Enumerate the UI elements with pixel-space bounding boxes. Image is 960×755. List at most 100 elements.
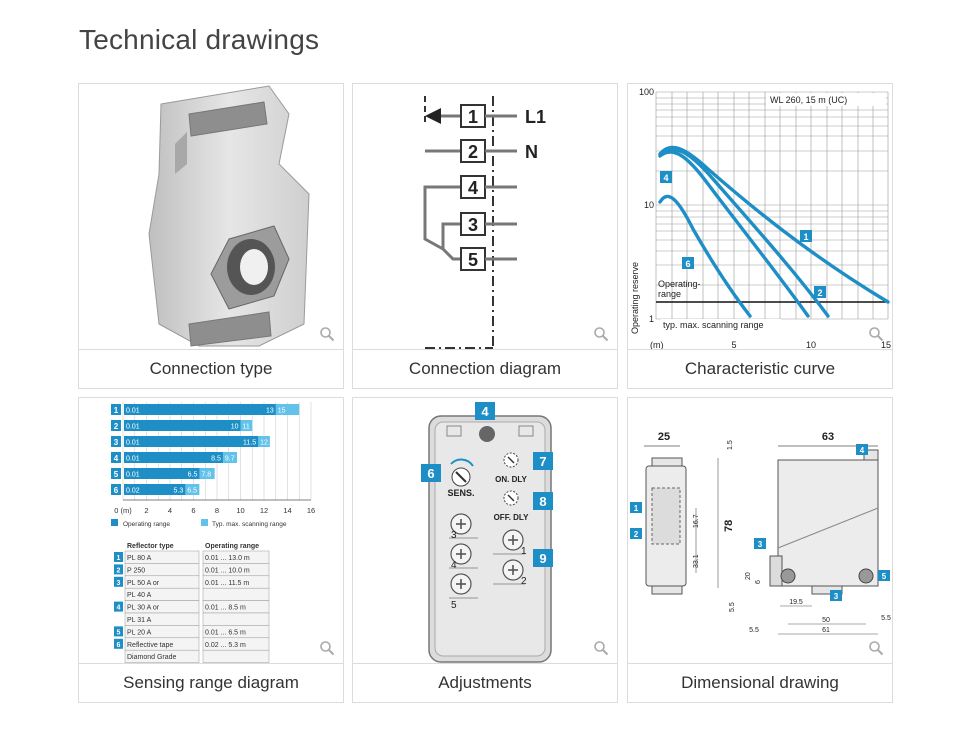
dim-20: 20 [745, 572, 752, 580]
dim-25: 25 [658, 431, 670, 443]
dim-63: 63 [822, 431, 834, 443]
dim-50: 50 [822, 617, 830, 624]
table-row-badge [114, 638, 123, 649]
dim-5-5c: 5.5 [881, 615, 891, 622]
axis-unit: 0 (m) [114, 506, 132, 515]
card-connection-diagram[interactable]: 1 L1 2 N 4 3 5 Connection diagram [352, 83, 618, 389]
dim-callout-2: 2 [634, 530, 639, 539]
bar-max-label: 12.5 [260, 440, 274, 447]
table-row-badge-label: 6 [117, 642, 121, 649]
axis-tick: 4 [168, 506, 172, 515]
pin-4: 4 [468, 178, 478, 198]
dim-33-1: 33.1 [693, 554, 700, 568]
axis-tick: 6 [191, 506, 195, 515]
terminal-2: 2 [521, 576, 527, 587]
axis-tick: 10 [236, 506, 244, 515]
note-scan-range: typ. max. scanning range [663, 320, 764, 330]
card-dimensional-drawing[interactable]: 25 1 2 16.7 33.1 78 63 1.5 4 [627, 397, 893, 703]
card-caption: Characteristic curve [628, 349, 892, 388]
table-operating-range: 0.01 ... 13.0 m [205, 555, 250, 562]
zoom-icon[interactable] [319, 326, 335, 342]
connection-type-drawing [79, 84, 343, 350]
row-badge-label: 2 [114, 422, 119, 431]
row-badge-label: 5 [114, 470, 119, 479]
axis-tick: 14 [283, 506, 291, 515]
x-axis-unit: (m) [650, 340, 664, 350]
card-connection-type[interactable]: Connection type [78, 83, 344, 389]
table-operating-range: 0.02 ... 5.3 m [205, 642, 246, 649]
row-badge-label: 1 [114, 406, 119, 415]
table-reflector-type: Reflective tape [127, 642, 173, 649]
zoom-icon[interactable] [319, 640, 335, 656]
label-l1: L1 [525, 107, 546, 127]
dim-1-5: 1.5 [727, 440, 734, 450]
table-row-badge-label: 4 [117, 605, 121, 612]
zoom-icon[interactable] [593, 640, 609, 656]
bar-op-label: 5.3 [174, 488, 184, 495]
zoom-icon[interactable] [868, 326, 884, 342]
bar-min-label: 0.01 [126, 456, 140, 463]
table-cell [202, 587, 270, 601]
zoom-icon[interactable] [593, 326, 609, 342]
sens-label: SENS. [447, 488, 474, 498]
dimensional-drawing: 25 1 2 16.7 33.1 78 63 1.5 4 [628, 398, 892, 664]
table-reflector-type: Diamond Grade [127, 654, 177, 661]
table-cell [124, 649, 200, 663]
bar-min-label: 0.02 [126, 488, 140, 495]
dim-5-5a: 5.5 [729, 602, 736, 612]
bar-max-label: 9.7 [225, 456, 235, 463]
card-characteristic-curve[interactable]: WL 260, 15 m (UC) 100 10 1 Operating res… [627, 83, 893, 389]
operating-range-bar [124, 404, 277, 415]
table-row-badge [114, 564, 123, 575]
table-row-badge-label: 1 [117, 555, 121, 562]
axis-tick: 8 [215, 506, 219, 515]
operating-range-bar [124, 436, 260, 447]
row-badge [111, 468, 121, 479]
dim-78: 78 [723, 520, 735, 532]
callout-8: 8 [539, 494, 546, 509]
bar-op-label: 8.5 [211, 456, 221, 463]
bar-op-label: 11.5 [243, 440, 256, 447]
row-badge-label: 3 [114, 438, 119, 447]
table-reflector-type: PL 20 A [127, 629, 152, 636]
label-n: N [525, 142, 538, 162]
legend-scan: Typ. max. scanning range [212, 521, 287, 528]
y-axis-label: Operating reserve [630, 262, 640, 334]
note-operating: Operating- [658, 279, 701, 289]
y-tick-10: 10 [644, 200, 654, 210]
note-range: range [658, 289, 681, 299]
curve-label-1: 1 [803, 232, 808, 242]
on-dly-label: ON. DLY [495, 475, 527, 484]
callout-6: 6 [427, 466, 434, 481]
scan-range-bar [199, 468, 215, 479]
characteristic-curve-chart: WL 260, 15 m (UC) 100 10 1 Operating res… [628, 84, 892, 350]
operating-range-bar [124, 420, 242, 431]
bar-min-label: 0.01 [126, 472, 140, 479]
dim-16-7: 16.7 [693, 514, 700, 528]
dim-5-5b: 5.5 [749, 627, 759, 634]
x-tick-15: 15 [881, 340, 891, 350]
row-badge [111, 436, 121, 447]
table-operating-range: 0.01 ... 10.0 m [205, 567, 250, 574]
pin-2: 2 [468, 142, 478, 162]
callout-7: 7 [539, 454, 546, 469]
zoom-icon[interactable] [868, 640, 884, 656]
bar-op-label: 13 [266, 408, 274, 415]
dim-callout-3a: 3 [758, 540, 763, 549]
card-adjustments[interactable]: 4 SENS. 6 ON. DLY 7 OFF. DLY 8 [352, 397, 618, 703]
legend-operating: Operating range [123, 521, 170, 528]
x-tick-5: 5 [731, 340, 736, 350]
table-row-badge [114, 601, 123, 612]
table-row-badge [114, 626, 123, 637]
table-row-badge [114, 576, 123, 587]
table-cell [202, 612, 270, 626]
x-tick-10: 10 [806, 340, 816, 350]
card-caption: Connection diagram [353, 349, 617, 388]
curve-label-2: 2 [817, 288, 822, 298]
table-reflector-type: PL 80 A [127, 555, 152, 562]
axis-tick: 2 [144, 506, 148, 515]
bar-min-label: 0.01 [126, 440, 140, 447]
scan-range-bar [222, 452, 237, 463]
